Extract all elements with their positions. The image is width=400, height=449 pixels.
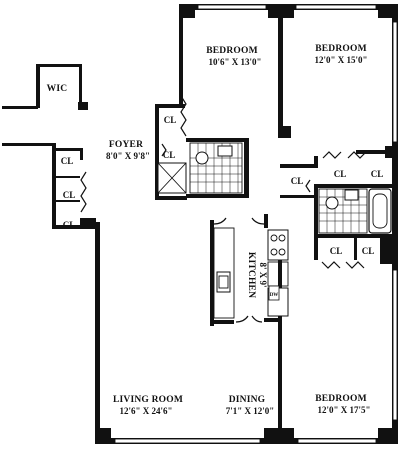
kitchen-dims: 8' X 9' — [258, 262, 268, 287]
bathtub-icon — [368, 188, 392, 234]
room-labels: BEDROOM 10'6" X 13'0" BEDROOM 12'0" X 15… — [47, 44, 371, 416]
walls — [2, 4, 398, 444]
sink-icon — [216, 271, 231, 293]
living-room-name: LIVING ROOM — [113, 395, 183, 405]
kitchen-name: KITCHEN — [246, 252, 256, 298]
toilet-icon — [325, 196, 339, 210]
range-icon — [267, 229, 289, 261]
closet-label: CL — [63, 220, 76, 230]
dining-name: DINING — [229, 395, 266, 405]
kitchen-fixtures: DW — [213, 227, 289, 319]
closet-label: CL — [362, 246, 375, 256]
closet-label: CL — [291, 176, 304, 186]
foyer-dims: 8'0" X 9'8" — [106, 151, 150, 161]
bedroom-1-name: BEDROOM — [206, 46, 258, 56]
wic-name: WIC — [47, 84, 68, 94]
closet-label: CL — [61, 156, 74, 166]
bathroom-1 — [157, 142, 243, 194]
bedroom-2-name: BEDROOM — [315, 44, 367, 54]
dishwasher-label: DW — [270, 293, 279, 298]
closet-label: CL — [164, 115, 177, 125]
sink-icon — [217, 145, 233, 157]
dining-dims: 7'1" X 12'0" — [226, 406, 275, 416]
door-swings — [80, 95, 367, 323]
living-room-dims: 12'6" X 24'6" — [120, 406, 173, 416]
closet-label: CL — [163, 150, 176, 160]
closet-label: CL — [330, 246, 343, 256]
toilet-icon — [195, 151, 209, 165]
closet-label: CL — [334, 169, 347, 179]
bathroom-2 — [318, 188, 392, 234]
closet-label: CL — [371, 169, 384, 179]
bedroom-3-dims: 12'0" X 17'5" — [318, 405, 371, 415]
bedroom-3-name: BEDROOM — [315, 394, 367, 404]
bedroom-1-dims: 10'6" X 13'0" — [209, 57, 262, 67]
foyer-name: FOYER — [109, 140, 143, 150]
dishwasher-icon — [268, 285, 280, 301]
bedroom-2-dims: 12'0" X 15'0" — [315, 55, 368, 65]
closet-label: CL — [63, 190, 76, 200]
windows — [114, 4, 398, 444]
closet-labels: CL CL CL CL CL CL CL CL CL CL — [61, 115, 384, 256]
sink-icon — [344, 189, 359, 201]
